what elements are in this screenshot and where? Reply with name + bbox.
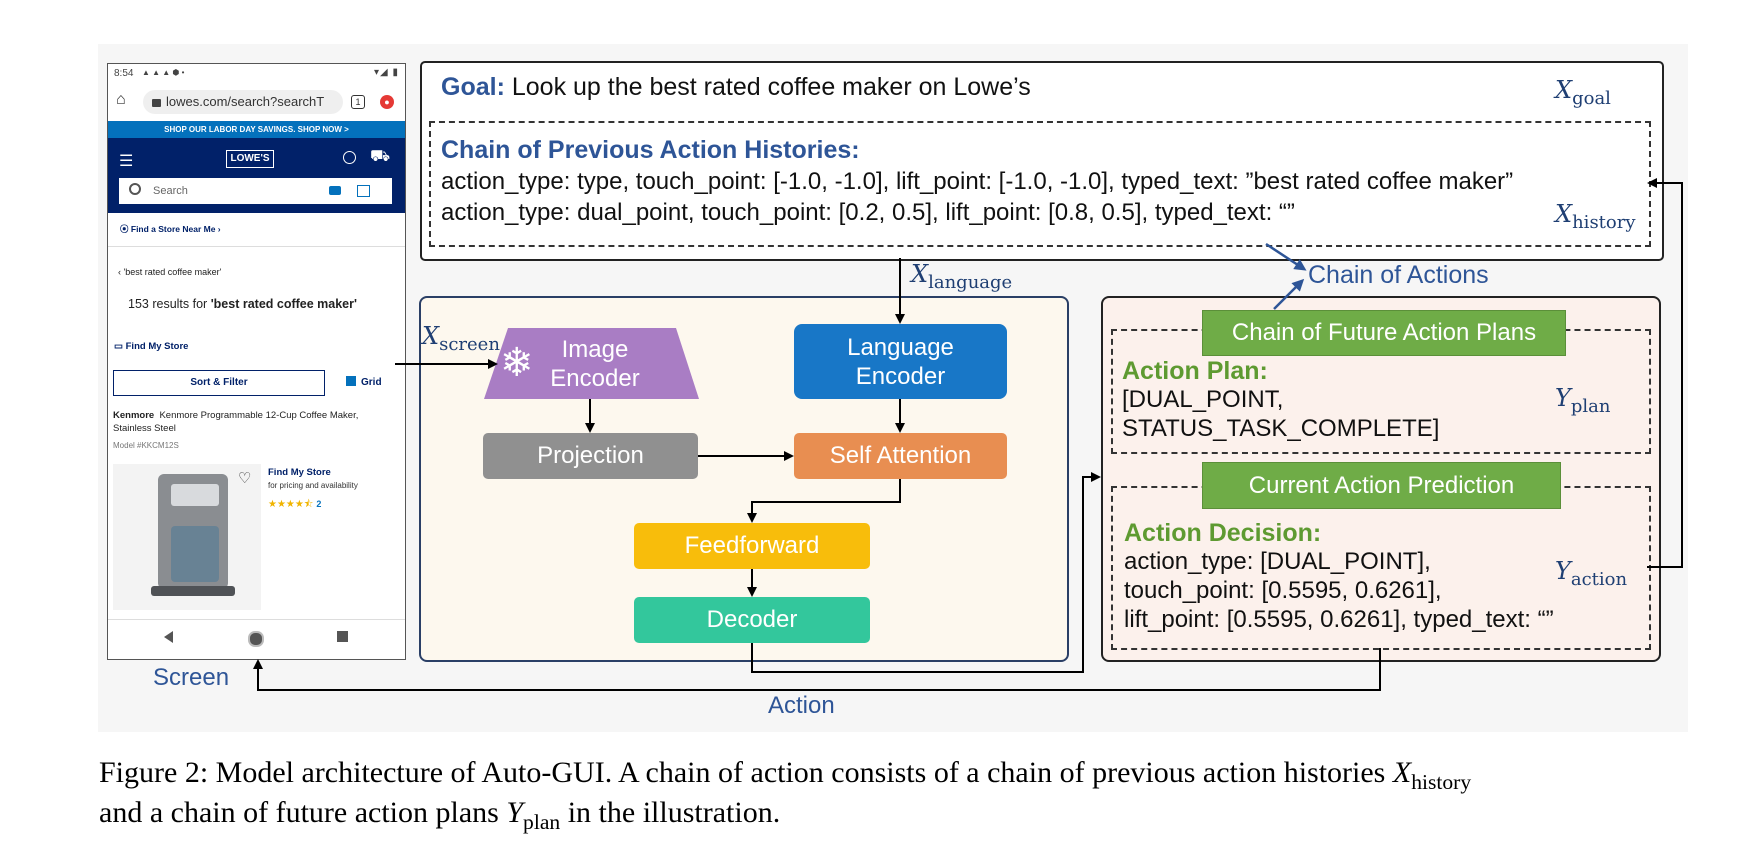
android-nav-bar	[108, 619, 405, 659]
goal-text: Goal: Look up the best rated coffee make…	[441, 73, 1031, 101]
menu-icon[interactable]: ☰	[119, 153, 134, 170]
decoder-block: Decoder	[634, 597, 870, 643]
x-language-symbol: Xlanguage	[911, 260, 1013, 293]
divider	[108, 246, 405, 247]
arrow-attn-to-ff	[747, 479, 901, 523]
action-label: Action	[768, 692, 835, 719]
current-prediction-tag: Current Action Prediction	[1202, 462, 1561, 509]
language-encoder: Language Encoder	[794, 324, 1007, 399]
search-placeholder: Search	[153, 185, 188, 197]
figure-caption-line-2: and a chain of future action plans Yplan…	[99, 796, 781, 834]
action-plan-title: Action Plan:	[1122, 357, 1268, 385]
signal-battery-icon: ▾◢ ▮	[374, 67, 399, 78]
arrow-action-to-screen	[253, 648, 1381, 691]
lowes-logo[interactable]: LOWE'S	[226, 150, 274, 168]
action-plan-line-2: STATUS_TASK_COMPLETE]	[1122, 415, 1440, 442]
browser-url-bar: ⌂ lowes.com/search?searchT 1 ●	[108, 84, 405, 120]
back-nav-icon[interactable]	[164, 631, 173, 643]
results-count: 153 results for 'best rated coffee maker…	[128, 297, 357, 311]
y-action-symbol: Yaction	[1555, 557, 1628, 590]
history-line-1: action_type: type, touch_point: [-1.0, -…	[441, 168, 1514, 195]
product-image[interactable]	[113, 464, 261, 610]
x-history-symbol: Xhistory	[1555, 200, 1636, 233]
grid-icon	[346, 376, 356, 386]
action-decision-line-2: touch_point: [0.5595, 0.6261],	[1124, 577, 1442, 604]
future-plans-tag: Chain of Future Action Plans	[1202, 310, 1566, 356]
image-encoder-label: Image Encoder	[550, 336, 640, 392]
search-input[interactable]: Search	[119, 178, 392, 204]
arrow-history-to-chain	[1265, 242, 1307, 271]
feedforward-block: Feedforward	[634, 523, 870, 569]
availability-text: for pricing and availability	[268, 481, 358, 490]
url-field[interactable]: lowes.com/search?searchT	[143, 90, 343, 114]
sort-filter-button[interactable]: Sort & Filter	[113, 370, 325, 396]
recents-nav-icon[interactable]	[337, 631, 348, 642]
home-icon[interactable]: ⌂	[116, 91, 126, 108]
product-model: Model #KKCM12S	[113, 441, 179, 450]
status-bar: 8:54 ▲ ▲ ▲ ⬢ • ▾◢ ▮	[108, 64, 405, 84]
find-my-store-link[interactable]: ▭ Find My Store	[114, 341, 189, 352]
home-nav-icon[interactable]	[248, 631, 264, 647]
arrow-plan-to-chain	[1273, 278, 1305, 310]
snowflake-icon: ❄	[500, 341, 534, 385]
heart-icon[interactable]: ♡	[238, 470, 252, 487]
action-decision-line-3: lift_point: [0.5595, 0.6261], typed_text…	[1124, 606, 1554, 633]
phone-screenshot: 8:54 ▲ ▲ ▲ ⬢ • ▾◢ ▮ ⌂ lowes.com/search?s…	[107, 63, 406, 660]
camera-icon[interactable]	[329, 186, 341, 195]
find-store-link[interactable]: ⦿ Find a Store Near Me ›	[120, 224, 221, 234]
scan-icon[interactable]	[357, 185, 370, 197]
url-text: lowes.com/search?searchT	[166, 94, 325, 109]
screen-label: Screen	[153, 664, 230, 691]
product-title[interactable]: Kenmore Kenmore Programmable 12-Cup Coff…	[113, 410, 359, 434]
history-title: Chain of Previous Action Histories:	[441, 136, 860, 164]
action-decision-title: Action Decision:	[1124, 519, 1322, 547]
x-screen-symbol: Xscreen	[422, 322, 500, 355]
grid-toggle[interactable]: Grid	[346, 376, 382, 388]
lock-icon	[152, 99, 161, 107]
figure-caption-line-1: Figure 2: Model architecture of Auto-GUI…	[99, 756, 1472, 794]
status-time: 8:54	[114, 68, 134, 79]
review-count[interactable]: 2	[316, 499, 322, 509]
record-icon[interactable]: ●	[380, 95, 394, 109]
arrow-decoder-to-output	[751, 472, 1101, 673]
history-line-2: action_type: dual_point, touch_point: [0…	[441, 199, 1295, 226]
account-icon[interactable]	[343, 151, 356, 164]
goal-box	[420, 61, 1664, 261]
search-icon	[129, 183, 141, 195]
cart-icon[interactable]: ⛟	[370, 148, 391, 165]
image-encoder	[484, 328, 699, 399]
action-decision-line-1: action_type: [DUAL_POINT],	[1124, 548, 1431, 575]
back-query-link[interactable]: ‹ 'best rated coffee maker'	[118, 267, 222, 277]
status-icons: ▲ ▲ ▲ ⬢ •	[142, 68, 185, 77]
x-goal-symbol: Xgoal	[1555, 76, 1611, 109]
promo-banner[interactable]: SHOP OUR LABOR DAY SAVINGS. SHOP NOW >	[108, 121, 405, 138]
self-attention-block: Self Attention	[794, 433, 1007, 479]
arrow-action-to-history	[1647, 178, 1683, 568]
y-plan-symbol: Yplan	[1555, 384, 1611, 417]
site-header: ☰ LOWE'S ⛟ Search	[108, 138, 405, 213]
action-plan-line-1: [DUAL_POINT,	[1122, 386, 1284, 413]
chain-of-actions-label: Chain of Actions	[1308, 261, 1489, 289]
projection-block: Projection	[483, 433, 698, 479]
tab-count-button[interactable]: 1	[351, 95, 365, 109]
rating-stars: ★★★★⯪2	[268, 499, 322, 510]
find-my-store-link-2[interactable]: Find My Store	[268, 467, 331, 478]
